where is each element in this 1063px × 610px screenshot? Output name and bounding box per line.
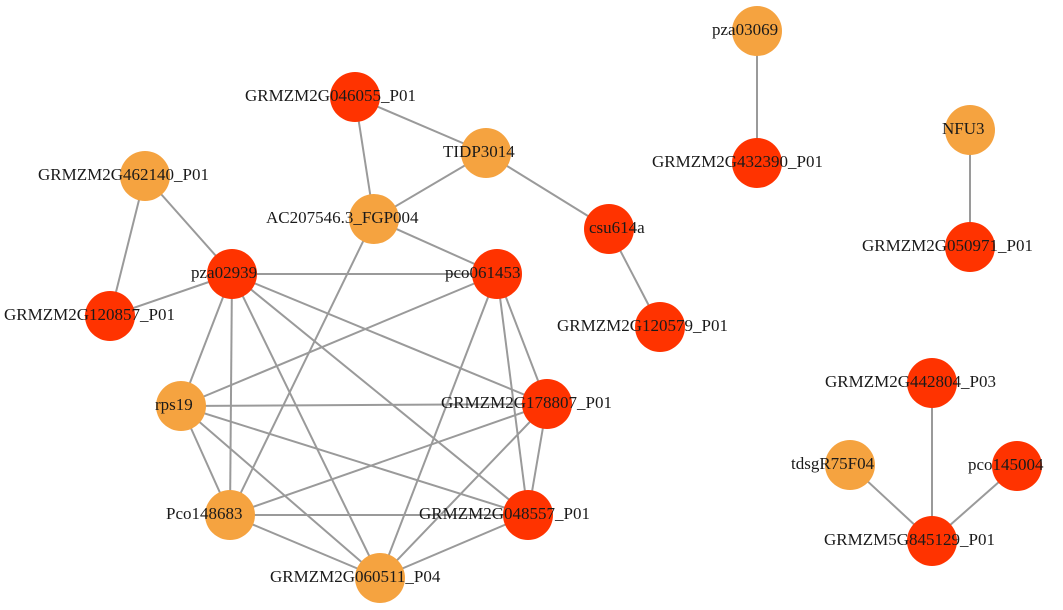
node-label: GRMZM2G060511_P04 [270, 567, 441, 586]
node-pza03069 [732, 6, 782, 56]
edge-n7-n13 [496, 273, 529, 516]
node-tdsgr75f04 [825, 440, 875, 490]
node-pco148683 [205, 490, 255, 540]
node-label: GRMZM2G462140_P01 [38, 165, 209, 184]
node-label: pco061453 [445, 263, 521, 282]
node-rps19 [156, 381, 206, 431]
edge-n10-n14 [180, 405, 381, 579]
node-label: csu614a [589, 218, 645, 237]
edge-n5-n14 [231, 273, 381, 579]
node-label: GRMZM2G442804_P03 [825, 372, 996, 391]
node-label: rps19 [155, 395, 193, 414]
node-label: GRMZM2G178807_P01 [441, 393, 612, 412]
labels-layer: GRMZM2G046055_P01TIDP3014AC207546.3_FGP0… [4, 20, 1044, 586]
node-grmzm2g462140-p01 [120, 151, 170, 201]
node-label: GRMZM2G120857_P01 [4, 305, 175, 324]
node-label: GRMZM2G046055_P01 [245, 86, 416, 105]
node-grmzm2g060511-p04 [355, 553, 405, 603]
edge-n7-n10 [180, 273, 498, 407]
node-label: AC207546.3_FGP004 [266, 208, 419, 227]
node-pco145004 [992, 441, 1042, 491]
edge-n13-n14 [379, 514, 529, 579]
node-label: Pco148683 [166, 504, 243, 523]
edge-n11-n12 [229, 403, 548, 516]
edge-n7-n14 [379, 273, 498, 579]
node-grmzm2g178807-p01 [522, 379, 572, 429]
node-ac207546-3-fgp004 [349, 194, 399, 244]
node-grmzm2g050971-p01 [945, 222, 995, 272]
node-label: pza02939 [191, 263, 257, 282]
node-csu614a [584, 204, 634, 254]
edge-n3-n12 [229, 218, 375, 516]
node-nfu3 [945, 105, 995, 155]
node-pco061453 [472, 249, 522, 299]
edge-n5-n11 [231, 273, 548, 405]
nodes-layer [85, 6, 1042, 603]
node-label: pza03069 [712, 20, 778, 39]
node-grmzm2g120857-p01 [85, 291, 135, 341]
node-tidp3014 [461, 128, 511, 178]
node-grmzm2g442804-p03 [907, 358, 957, 408]
node-label: tdsgR75F04 [791, 454, 875, 473]
edge-n11-n14 [379, 403, 548, 579]
node-grmzm2g432390-p01 [732, 138, 782, 188]
node-grmzm2g120579-p01 [635, 302, 685, 352]
node-grmzm2g048557-p01 [503, 490, 553, 540]
node-label: GRMZM2G050971_P01 [862, 236, 1033, 255]
node-label: NFU3 [942, 119, 985, 138]
edge-n10-n13 [180, 405, 529, 516]
node-label: pco145004 [968, 455, 1044, 474]
node-label: TIDP3014 [443, 142, 515, 161]
edge-n10-n11 [180, 403, 548, 407]
node-grmzm2g046055-p01 [330, 72, 380, 122]
node-grmzm5g845129-p01 [907, 516, 957, 566]
node-label: GRMZM2G120579_P01 [557, 316, 728, 335]
edge-n12-n14 [229, 514, 381, 579]
edge-n5-n12 [229, 273, 233, 516]
node-label: GRMZM2G432390_P01 [652, 152, 823, 171]
node-label: GRMZM5G845129_P01 [824, 530, 995, 549]
node-pza02939 [207, 249, 257, 299]
node-label: GRMZM2G048557_P01 [419, 504, 590, 523]
